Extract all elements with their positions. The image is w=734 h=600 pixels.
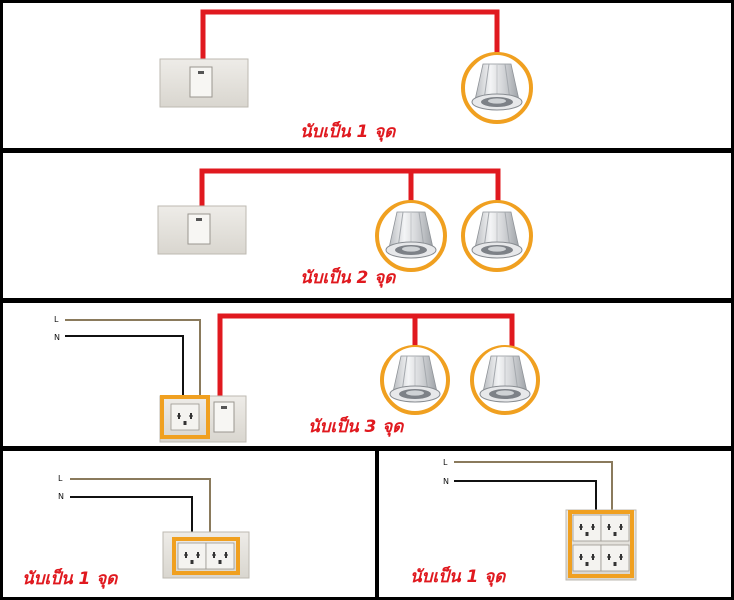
panel-caption: นับเป็น 3 จุด: [308, 415, 404, 437]
downlight-icon: [375, 200, 447, 272]
switch-leg-wire: [199, 168, 501, 212]
light-switch-icon: [159, 58, 249, 108]
live-label: L: [54, 315, 59, 324]
power-outlet-icon: [568, 510, 634, 578]
light-switch-icon: [157, 205, 247, 255]
panel-caption: นับเป็น 1 จุด: [22, 567, 118, 589]
panel-1-frame: [0, 0, 734, 151]
downlight-icon: [470, 345, 540, 415]
downlight-icon: [380, 345, 450, 415]
live-wire: [70, 478, 211, 540]
live-wire: [454, 461, 613, 514]
neutral-label: N: [443, 477, 449, 486]
downlight-icon: [461, 200, 533, 272]
switch-leg-wire: [217, 313, 515, 397]
neutral-wire: [70, 496, 193, 540]
power-outlet-icon: [172, 537, 240, 575]
neutral-wire: [454, 480, 597, 514]
neutral-label: N: [58, 492, 64, 501]
downlight-icon: [461, 52, 533, 124]
live-label: L: [58, 474, 63, 483]
panel-2: นับเป็น 2 จุด: [157, 168, 533, 288]
panel-caption: นับเป็น 1 จุด: [410, 565, 506, 587]
panel-caption: นับเป็น 2 จุด: [300, 266, 396, 288]
live-wire: [65, 319, 201, 398]
power-outlet-icon: [160, 395, 210, 439]
neutral-wire: [65, 335, 184, 398]
panel-5-frame: [376, 448, 734, 600]
panel-1: นับเป็น 1 จุด: [159, 9, 533, 142]
live-label: L: [443, 458, 448, 467]
panel-2-frame: [0, 150, 734, 301]
neutral-label: N: [54, 333, 60, 342]
panel-5: L N นับเป็น 1 จุด: [410, 458, 637, 587]
switch-leg-wire: [200, 9, 500, 62]
panel-4: L N นับเป็น 1 จุด: [22, 474, 250, 589]
light-switch-icon: [213, 401, 235, 433]
panel-caption: นับเป็น 1 จุด: [300, 120, 396, 142]
panel-3-frame: [0, 300, 734, 449]
panel-3: L N นับเป็น 3 จุด: [54, 313, 540, 443]
